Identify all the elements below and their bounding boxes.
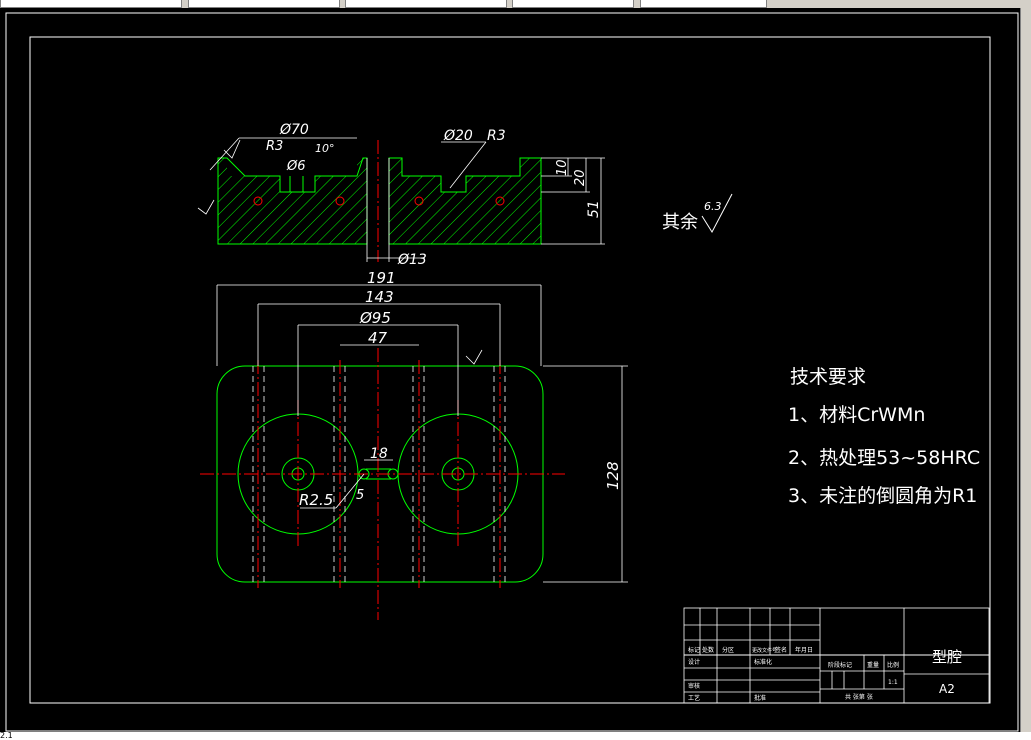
- roughness-symbol: [701, 193, 733, 234]
- tech-item-1: 1、材料CrWMn: [788, 404, 925, 426]
- tech-requirements: 技术要求 1、材料CrWMn 2、热处理53~58HRC 3、未注的倒圆角为R1: [788, 366, 980, 507]
- part-name: 型腔: [932, 648, 962, 666]
- tab-3[interactable]: [345, 0, 507, 8]
- dim-d20: Ø20: [443, 128, 473, 144]
- roughness-note: 其余: [662, 212, 698, 233]
- tb-zone: 分区: [722, 646, 734, 654]
- tb-mark: 标记: [688, 646, 700, 654]
- tab-strip: [0, 0, 1031, 8]
- drawing-canvas[interactable]: [0, 8, 1020, 732]
- tb-ratio: 比例: [887, 661, 899, 669]
- tab-4[interactable]: [512, 0, 634, 8]
- vertical-scrollbar[interactable]: [1020, 8, 1031, 732]
- tb-process: 工艺: [688, 694, 700, 702]
- status-bar: 2.1: [0, 732, 1031, 740]
- tb-date: 年月日: [795, 646, 813, 654]
- coordinate-readout: 2.1: [0, 731, 13, 740]
- plan-view: 191 143 Ø95 47 18 R2.5 5 128: [200, 269, 628, 620]
- hole-marker: [495, 196, 505, 206]
- dim-d13: Ø13: [397, 252, 427, 268]
- tb-scale: 1:1: [888, 679, 898, 686]
- dim-w47: 47: [368, 329, 388, 347]
- dim-angle: 10°: [315, 142, 335, 155]
- tab-1[interactable]: [0, 0, 182, 8]
- tb-count: 处数: [702, 646, 714, 654]
- dim-r2-5: R2.5: [299, 491, 333, 509]
- tb-standard: 标准化: [754, 658, 772, 666]
- tb-stage: 阶段标记: [828, 661, 852, 669]
- dim-d70: Ø70: [279, 122, 309, 138]
- tb-change: 更改文件号: [752, 647, 777, 654]
- tb-check: 审核: [688, 682, 700, 690]
- tb-approve: 批准: [754, 694, 766, 702]
- inner-frame: [29, 36, 991, 704]
- roughness-value: 6.3: [704, 200, 722, 213]
- tech-title: 技术要求: [790, 366, 866, 388]
- tab-5[interactable]: [640, 0, 767, 8]
- hole-marker: [253, 196, 263, 206]
- tech-item-3: 3、未注的倒圆角为R1: [788, 485, 977, 507]
- tech-item-2: 2、热处理53~58HRC: [788, 447, 980, 469]
- dim-h10: 10: [555, 159, 570, 176]
- outer-border: [5, 12, 1019, 732]
- tab-2[interactable]: [188, 0, 340, 8]
- tb-design: 设计: [688, 658, 700, 666]
- dim-h20: 20: [573, 169, 588, 186]
- dim-h51: 51: [586, 200, 602, 218]
- dim-r3-left: R3: [266, 139, 283, 154]
- tb-sheets: 共 张第 张: [845, 693, 873, 701]
- section-view: Ø70 R3 10° Ø6 Ø20 R3 10 20 51 Ø13: [197, 122, 605, 268]
- hole-marker: [335, 196, 345, 206]
- hole-marker: [414, 196, 424, 206]
- dim-r3-right: R3: [487, 128, 506, 144]
- title-block: [683, 607, 990, 704]
- dim-d6: Ø6: [286, 159, 306, 174]
- title-block-text: 标记 处数 分区 更改文件号 签名 年月日 设计 标准化 审核 工艺 批准 阶段…: [688, 646, 962, 702]
- sheet-size: A2: [939, 682, 955, 696]
- dim-w18: 18: [370, 446, 388, 462]
- tb-sign: 签名: [775, 646, 787, 654]
- dim-w143: 143: [365, 288, 394, 306]
- dim-h5: 5: [356, 488, 364, 503]
- dim-d95: Ø95: [359, 309, 391, 327]
- tb-weight: 重量: [867, 661, 879, 669]
- dim-w191: 191: [367, 269, 396, 287]
- dim-h128: 128: [604, 461, 622, 490]
